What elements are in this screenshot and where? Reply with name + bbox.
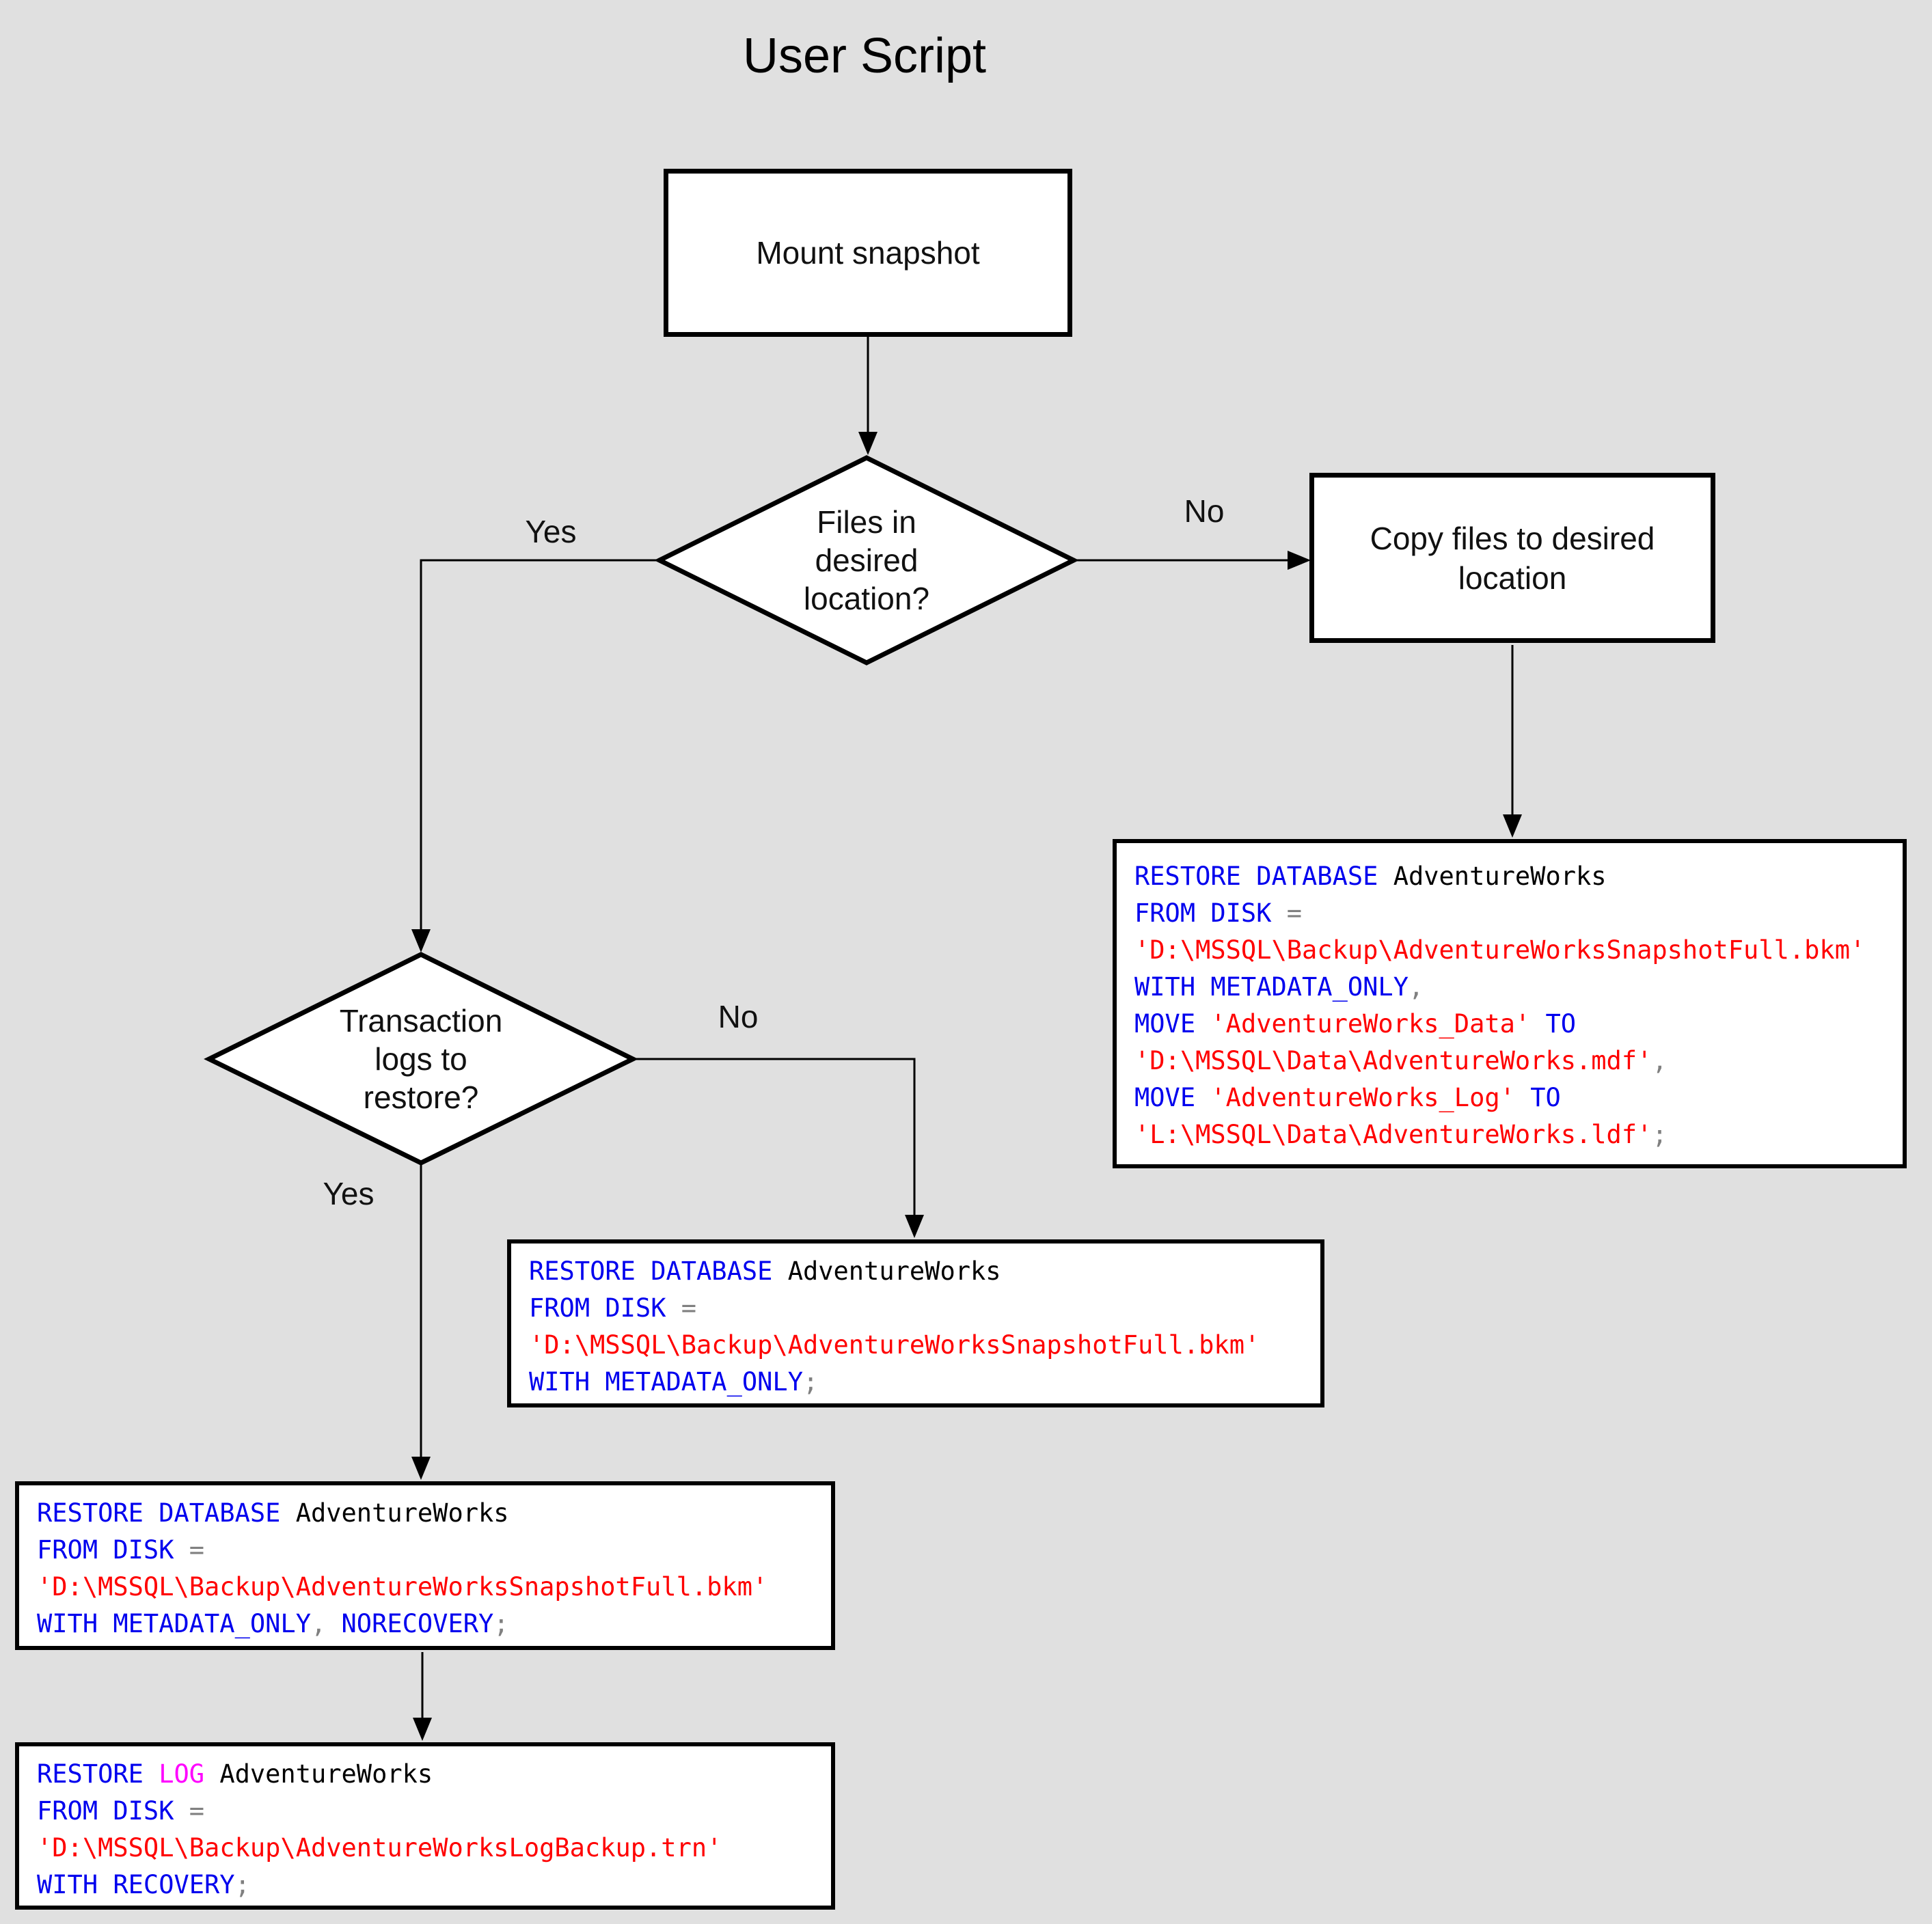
code-token: WITH METADATA_ONLY bbox=[1134, 972, 1409, 1002]
code-line: FROM DISK = bbox=[37, 1532, 813, 1569]
decision-logs-line: Transaction bbox=[339, 1003, 503, 1039]
code-token: WITH RECOVERY bbox=[37, 1870, 235, 1899]
code-token: AdventureWorks bbox=[787, 1256, 1001, 1286]
edge-label-files-yes: Yes bbox=[525, 514, 577, 549]
code-token: ; bbox=[1652, 1120, 1668, 1149]
code-line: 'D:\MSSQL\Data\AdventureWorks.mdf', bbox=[1134, 1043, 1885, 1080]
node-copy-files: Copy files to desired location bbox=[1309, 473, 1715, 643]
code-line: WITH METADATA_ONLY, NORECOVERY; bbox=[37, 1606, 813, 1643]
decision-files-line: location? bbox=[803, 581, 930, 616]
arrowhead-into-decision2 bbox=[411, 929, 431, 952]
code-token: RESTORE DATABASE bbox=[37, 1498, 296, 1528]
edge-label-files-no: No bbox=[1184, 493, 1225, 529]
decision-files-label: Files in desired location? bbox=[696, 503, 1037, 618]
code-token: ; bbox=[802, 1367, 819, 1397]
code-token: FROM DISK bbox=[37, 1535, 189, 1565]
code-token: 'D:\MSSQL\Backup\AdventureWorksLogBackup… bbox=[37, 1833, 722, 1863]
decision-logs-line: logs to bbox=[375, 1041, 467, 1077]
code-token: AdventureWorks bbox=[1393, 862, 1607, 891]
code-line: FROM DISK = bbox=[37, 1793, 813, 1830]
arrowhead-into-restore-move bbox=[1503, 814, 1522, 838]
code-token: WITH METADATA_ONLY bbox=[529, 1367, 803, 1397]
code-line: FROM DISK = bbox=[1134, 895, 1885, 932]
code-token: = bbox=[189, 1535, 205, 1565]
code-token: NORECOVERY bbox=[341, 1609, 494, 1638]
arrowhead-into-restore-log bbox=[413, 1718, 432, 1741]
code-line: 'D:\MSSQL\Backup\AdventureWorksSnapshotF… bbox=[529, 1327, 1303, 1364]
code-token: = bbox=[189, 1796, 205, 1826]
code-line: MOVE 'AdventureWorks_Log' TO bbox=[1134, 1080, 1885, 1116]
code-token: FROM DISK bbox=[529, 1293, 681, 1323]
code-token: RESTORE bbox=[37, 1759, 159, 1789]
code-token: 'D:\MSSQL\Backup\AdventureWorksSnapshotF… bbox=[1134, 935, 1866, 965]
code-token: RESTORE DATABASE bbox=[529, 1256, 788, 1286]
code-line: RESTORE DATABASE AdventureWorks bbox=[37, 1495, 813, 1532]
edge-label-logs-yes: Yes bbox=[323, 1176, 375, 1211]
decision-files-line: desired bbox=[815, 542, 919, 578]
code-line: WITH METADATA_ONLY, bbox=[1134, 969, 1885, 1006]
code-token: MOVE bbox=[1134, 1009, 1211, 1039]
code-token: 'AdventureWorks_Data' bbox=[1210, 1009, 1531, 1039]
code-token: TO bbox=[1514, 1083, 1561, 1112]
diagram-title: User Script bbox=[742, 29, 987, 83]
code-token: LOG bbox=[159, 1759, 220, 1789]
code-line: WITH METADATA_ONLY; bbox=[529, 1364, 1303, 1401]
code-token: RESTORE DATABASE bbox=[1134, 862, 1393, 891]
connector-yes-to-decision2 bbox=[420, 559, 659, 929]
node-mount-snapshot-label: Mount snapshot bbox=[756, 235, 980, 271]
code-line: 'D:\MSSQL\Backup\AdventureWorksSnapshotF… bbox=[1134, 932, 1885, 969]
code-line: RESTORE LOG AdventureWorks bbox=[37, 1756, 813, 1793]
code-token: 'D:\MSSQL\Data\AdventureWorks.mdf' bbox=[1134, 1046, 1652, 1075]
decision-logs-diamond bbox=[204, 952, 638, 1166]
node-mount-snapshot: Mount snapshot bbox=[664, 169, 1072, 337]
code-line: 'L:\MSSQL\Data\AdventureWorks.ldf'; bbox=[1134, 1116, 1885, 1153]
code-line: 'D:\MSSQL\Backup\AdventureWorksSnapshotF… bbox=[37, 1569, 813, 1606]
arrowhead-into-restore-norecovery bbox=[411, 1457, 431, 1480]
code-token: 'L:\MSSQL\Data\AdventureWorks.ldf' bbox=[1134, 1120, 1652, 1149]
code-token: , bbox=[1652, 1046, 1668, 1075]
code-token: = bbox=[1286, 898, 1303, 928]
decision-logs-line: restore? bbox=[363, 1080, 479, 1115]
code-token: = bbox=[681, 1293, 697, 1323]
code-token: WITH METADATA_ONLY bbox=[37, 1609, 311, 1638]
arrowhead-into-restore-metadata bbox=[905, 1215, 924, 1238]
code-token: , bbox=[310, 1609, 342, 1638]
code-line: RESTORE DATABASE AdventureWorks bbox=[1134, 858, 1885, 895]
code-line: 'D:\MSSQL\Backup\AdventureWorksLogBackup… bbox=[37, 1830, 813, 1867]
code-token: FROM DISK bbox=[37, 1796, 189, 1826]
code-token: 'AdventureWorks_Log' bbox=[1210, 1083, 1515, 1112]
decision-logs-label: Transaction logs to restore? bbox=[250, 1002, 592, 1116]
code-token: ; bbox=[234, 1870, 250, 1899]
node-copy-files-label: Copy files to desired location bbox=[1370, 520, 1655, 596]
code-line: WITH RECOVERY; bbox=[37, 1867, 813, 1904]
code-token: 'D:\MSSQL\Backup\AdventureWorksSnapshotF… bbox=[529, 1330, 1260, 1360]
code-token: ; bbox=[493, 1609, 509, 1638]
decision-files-diamond bbox=[654, 455, 1079, 665]
arrowhead-into-copy-files bbox=[1288, 551, 1311, 570]
code-token: AdventureWorks bbox=[219, 1759, 433, 1789]
code-token: TO bbox=[1530, 1009, 1577, 1039]
arrowhead-into-decision1 bbox=[858, 432, 877, 455]
code-token: MOVE bbox=[1134, 1083, 1211, 1112]
decision-files-line: Files in bbox=[817, 504, 916, 540]
edge-label-logs-no: No bbox=[718, 999, 759, 1034]
code-line: MOVE 'AdventureWorks_Data' TO bbox=[1134, 1006, 1885, 1043]
code-line: FROM DISK = bbox=[529, 1290, 1303, 1327]
code-token: , bbox=[1408, 972, 1424, 1002]
code-token: AdventureWorks bbox=[295, 1498, 509, 1528]
code-token: 'D:\MSSQL\Backup\AdventureWorksSnapshotF… bbox=[37, 1572, 768, 1602]
code-line: RESTORE DATABASE AdventureWorks bbox=[529, 1253, 1303, 1290]
connector-no-to-restore-metadata bbox=[633, 1058, 916, 1215]
code-token: FROM DISK bbox=[1134, 898, 1287, 928]
